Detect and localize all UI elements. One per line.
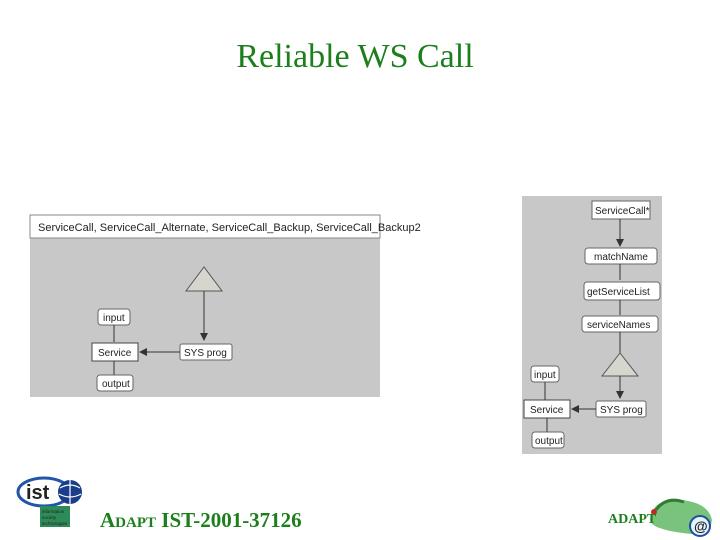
ist-logo-text: ist <box>26 482 50 504</box>
node-servicecall-label: ServiceCall* <box>595 206 650 217</box>
node-output[interactable] <box>531 431 565 449</box>
node-service-label: Service <box>98 348 132 359</box>
node-output-label: output <box>102 379 130 390</box>
ist-caption-1: information <box>42 509 65 514</box>
diagram-left: ServiceCall, ServiceCall_Alternate, Serv… <box>29 214 421 397</box>
footer-brand-rest: DAPT <box>115 515 157 531</box>
at-sign-icon <box>689 515 711 537</box>
node-output[interactable] <box>96 374 134 392</box>
ist-logo: ist information society technologies <box>16 476 82 527</box>
diagram-left-header-box <box>29 214 381 239</box>
node-matchname-label: matchName <box>594 252 648 263</box>
adapt-chameleon-logo: @ <box>650 498 712 537</box>
footer-project: ADAPT IST-2001-37126 <box>100 508 302 533</box>
ist-caption-2: society <box>42 515 57 520</box>
footer-project-code: IST-2001-37126 <box>161 508 302 532</box>
node-output-label: output <box>535 436 563 447</box>
node-servicecall[interactable] <box>591 200 651 220</box>
node-sysprog-label: SYS prog <box>600 405 643 416</box>
ist-caption-3: technologies <box>42 521 68 526</box>
node-service-label: Service <box>530 405 564 416</box>
diagram-left-header: ServiceCall, ServiceCall_Alternate, Serv… <box>38 222 421 234</box>
diagram-right: ServiceCall* matchName getServiceList se… <box>522 196 662 454</box>
slide-title: Reliable WS Call <box>236 38 474 75</box>
footer-brand-initial: A <box>100 508 116 532</box>
node-input-label: input <box>103 313 125 324</box>
node-service[interactable] <box>91 342 139 362</box>
footer-right-brand: ADAPT <box>608 512 657 527</box>
node-getservicelist[interactable] <box>583 281 661 301</box>
node-getservicelist-label: getServiceList <box>587 287 650 298</box>
node-servicenames-label: serviceNames <box>587 320 650 331</box>
node-matchname[interactable] <box>584 247 658 265</box>
svg-text:@: @ <box>694 518 708 534</box>
node-sysprog-label: SYS prog <box>184 348 227 359</box>
node-input-label: input <box>534 370 556 381</box>
diagram-left-background <box>30 215 380 397</box>
